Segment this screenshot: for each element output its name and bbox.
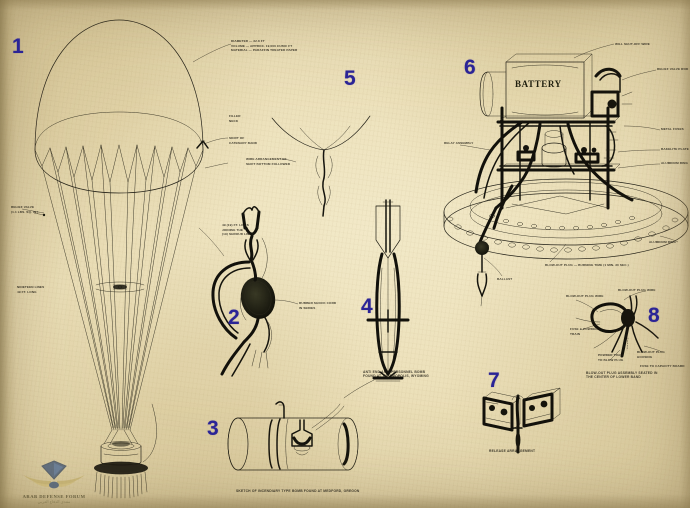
callout-4: 4 (361, 295, 373, 318)
callout-5: 5 (344, 67, 356, 90)
shroud-attachment-drawing (271, 115, 371, 217)
label-apparatus-1: RELIEF VALVE ROD (657, 67, 689, 71)
label-apparatus-0: WILL SHUT-OFF WIRE (615, 42, 650, 46)
balloon-payload-gondola (94, 403, 157, 499)
anti-personnel-bomb-drawing (343, 199, 410, 399)
watermark-subtitle: منتدى الدفاع العربي (37, 499, 71, 504)
callout-8: 8 (648, 304, 660, 327)
callout-1: 1 (12, 35, 24, 58)
label-skirt-catenary: SKIRT OF CATENARY BAND (229, 136, 258, 145)
label-apparatus-2: RELAY ASSEMBLY (444, 141, 474, 145)
label-apparatus-6: BLOW-OUT PLUG — BURNING TIME (1 MIN. 30 … (545, 263, 629, 267)
watermark-name: ARAB DEFENSE FORUM (22, 493, 86, 499)
callout-7: 7 (488, 369, 500, 392)
blowout-plug-detail-drawing (575, 290, 663, 361)
label-plug-5: FUSE TO CAPACITY BOARD (640, 364, 685, 368)
callout-6: 6 (464, 56, 476, 79)
battery-apparatus-drawing (443, 43, 689, 307)
label-plug-3: POWDER TRAIN TO BLOW PLUG (598, 353, 624, 362)
label-relief-valve: RELIEF VALVE (1.1 LBS. SQ. IN.) (11, 205, 39, 214)
callout-2: 2 (228, 306, 240, 329)
label-apparatus-7: ALUMINUM RING (649, 240, 676, 244)
watermark: ARAB DEFENSE FORUM منتدى الدفاع العربي (6, 446, 102, 504)
label-plug-4: BLOW-OUT PLUG HOUSING (637, 350, 665, 359)
label-plug-0: BLOW-OUT PLUG WIRE (566, 294, 604, 298)
callout-3: 3 (207, 417, 219, 440)
label-shroud-49ft: 49 (19) FT. LINES JOINING THE (19) SHROU… (222, 223, 254, 237)
label-shroud-lines-count: NINETEEN LINES 49 FT. LONG (17, 285, 45, 294)
paper-edge-left (0, 0, 16, 508)
label-plug-1: BLOW-OUT PLUG WIRE (618, 288, 656, 292)
caption-bomb-3: SKETCH OF INCENDIARY TYPE BOMB FOUND AT … (236, 489, 360, 493)
caption-release: RELEASE ARRANGEMENT (489, 449, 536, 453)
label-balloon-spec: DIAMETER — 32.8 FT VOLUME — APPROX. 19,0… (231, 39, 298, 53)
caption-bomb-4: ANTI END ANTI-PERSONNEL BOMB FOUND AT TH… (363, 370, 429, 378)
balloon-envelope-drawing (21, 19, 232, 499)
label-filler-neck: FILLER NECK (229, 114, 241, 123)
shield-wings-logo-icon (23, 459, 85, 488)
label-apparatus-4: BAKELITE PLATE (661, 147, 689, 151)
label-apparatus-5: ALUMINUM RING (661, 161, 688, 165)
paper-edge-right (680, 0, 690, 508)
battery-box-text: BATTERY (515, 79, 562, 89)
label-rubber-shock-cord: RUBBER SHOCK CORD IN SERIES (299, 301, 337, 310)
incendiary-bomb-cylinder-drawing (227, 401, 359, 471)
label-shroud-arrangement: WIRE ARRANGEMENT OF SHIFT BOTTOM FOLLOWE… (246, 157, 291, 166)
paper-edge-bottom (0, 494, 690, 508)
release-arrangement-drawing (482, 387, 561, 454)
shock-cord-rigging-drawing (211, 206, 299, 377)
label-apparatus-3: METAL FUSES (661, 127, 684, 131)
label-ballast: BALLAST (497, 277, 513, 281)
caption-plug: BLOW-OUT PLUG ASSEMBLY SEATED IN THE CEN… (586, 371, 658, 379)
label-plug-2: FUSE & POWDER TRAIN (570, 327, 598, 336)
paper-edge-top (0, 0, 690, 10)
